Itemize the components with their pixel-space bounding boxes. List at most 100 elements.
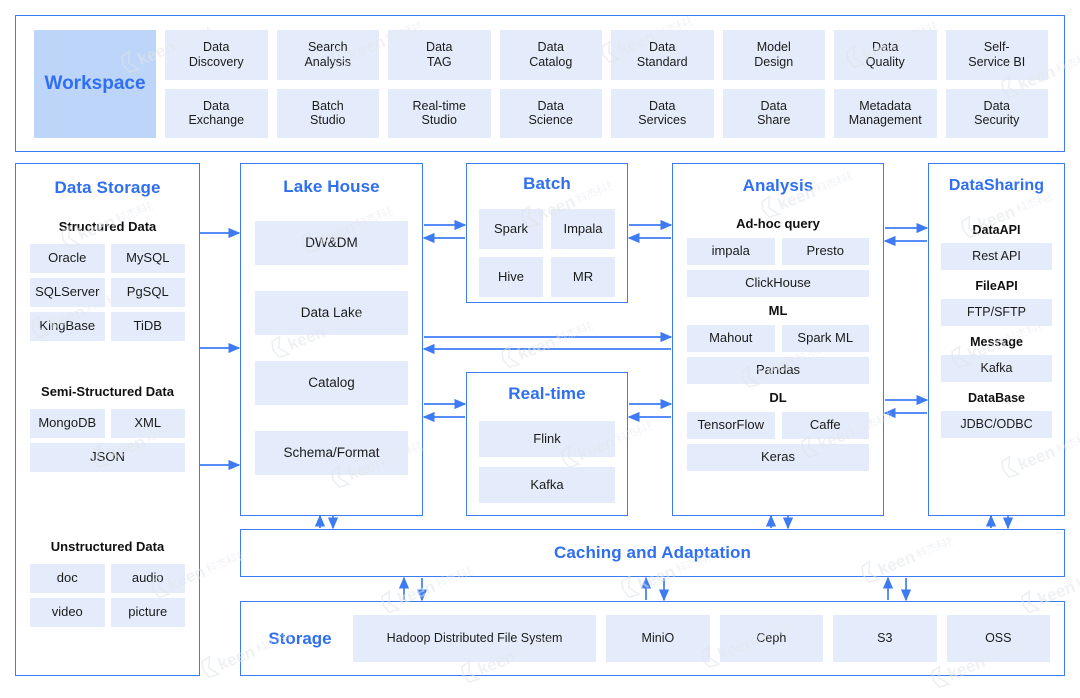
storage-item-mongodb[interactable]: MongoDB: [30, 409, 105, 438]
storage-item-sqlserver[interactable]: SQLServer: [30, 278, 105, 307]
batch-item-mr[interactable]: MR: [551, 257, 615, 297]
data-sharing-heading-message: Message: [970, 335, 1023, 349]
storage-item-xml[interactable]: XML: [110, 409, 185, 438]
analysis-item-tensorflow[interactable]: TensorFlow: [687, 412, 775, 439]
analysis-heading-ad-hoc-query: Ad-hoc query: [736, 216, 820, 231]
analysis-item-mahout[interactable]: Mahout: [687, 325, 775, 352]
storage-bar-label: Storage: [268, 628, 332, 648]
batch-item-spark[interactable]: Spark: [479, 209, 543, 249]
data-sharing-item-jdbc-odbc[interactable]: JDBC/ODBC: [941, 411, 1052, 438]
caching-panel: Caching and Adaptation: [240, 529, 1065, 577]
analysis-item-impala[interactable]: impala: [687, 238, 775, 265]
storage-item-tidb[interactable]: TiDB: [110, 312, 185, 341]
analysis-item-spark-ml[interactable]: Spark ML: [781, 325, 869, 352]
data-storage-title: Data Storage: [54, 178, 161, 197]
data-sharing-heading-dataapi: DataAPI: [972, 223, 1021, 237]
semi-structured-data-heading: Semi-Structured Data: [41, 384, 174, 399]
realtime-item-flink[interactable]: Flink: [479, 421, 615, 457]
data-sharing-item-ftp-sftp[interactable]: FTP/SFTP: [941, 299, 1052, 326]
data-sharing-item-rest-api[interactable]: Rest API: [941, 243, 1052, 270]
analysis-heading-ml: ML: [768, 303, 788, 318]
storage-service-oss[interactable]: OSS: [946, 615, 1051, 662]
lake-house-item-schema-format[interactable]: Schema/Format: [255, 431, 408, 475]
data-sharing-heading-fileapi: FileAPI: [975, 279, 1018, 293]
realtime-item-kafka[interactable]: Kafka: [479, 467, 615, 503]
storage-item-video[interactable]: video: [30, 598, 105, 627]
analysis-heading-dl: DL: [769, 390, 787, 405]
structured-data-heading: Structured Data: [58, 219, 157, 234]
unstructured-data-heading: Unstructured Data: [50, 539, 165, 554]
realtime-title: Real-time: [508, 384, 586, 403]
workspace-tile-self-service-bi[interactable]: Self-Service BI: [945, 30, 1048, 80]
storage-item-doc[interactable]: doc: [30, 564, 105, 593]
analysis-item-clickhouse[interactable]: ClickHouse: [687, 270, 869, 297]
data-sharing-panel: DataSharing DataAPI Rest API FileAPI FTP/SF…: [928, 163, 1065, 516]
batch-item-hive[interactable]: Hive: [479, 257, 543, 297]
lake-house-item-dw-dm[interactable]: DW&DM: [255, 221, 408, 265]
storage-item-kingbase[interactable]: KingBase: [30, 312, 105, 341]
lake-house-item-data-lake[interactable]: Data Lake: [255, 291, 408, 335]
data-sharing-title: DataSharing: [948, 177, 1045, 194]
storage-service-hadoop-distributed-file-system[interactable]: Hadoop Distributed File System: [353, 615, 597, 662]
analysis-item-pandas[interactable]: Pandas: [687, 357, 869, 384]
storage-item-pgsql[interactable]: PgSQL: [110, 278, 185, 307]
analysis-item-presto[interactable]: Presto: [781, 238, 869, 265]
semi-structured-full-list: JSON: [30, 443, 185, 472]
storage-item-oracle[interactable]: Oracle: [30, 244, 105, 273]
storage-service-minio[interactable]: MiniO: [606, 615, 710, 662]
workspace-logo: Workspace: [34, 30, 156, 138]
storage-service-s3[interactable]: S3: [833, 615, 937, 662]
storage-item-picture[interactable]: picture: [110, 598, 185, 627]
storage-item-mysql[interactable]: MySQL: [110, 244, 185, 273]
batch-item-impala[interactable]: Impala: [551, 209, 615, 249]
data-sharing-item-kafka[interactable]: Kafka: [941, 355, 1052, 382]
lake-house-title: Lake House: [283, 177, 380, 196]
analysis-item-keras[interactable]: Keras: [687, 444, 869, 471]
analysis-item-caffe[interactable]: Caffe: [781, 412, 869, 439]
storage-service-ceph[interactable]: Ceph: [719, 615, 824, 662]
caching-title: Caching and Adaptation: [553, 543, 752, 562]
storage-item-audio[interactable]: audio: [110, 564, 185, 593]
analysis-title: Analysis: [742, 176, 814, 195]
lake-house-item-catalog[interactable]: Catalog: [255, 361, 408, 405]
storage-item-json[interactable]: JSON: [30, 443, 185, 472]
